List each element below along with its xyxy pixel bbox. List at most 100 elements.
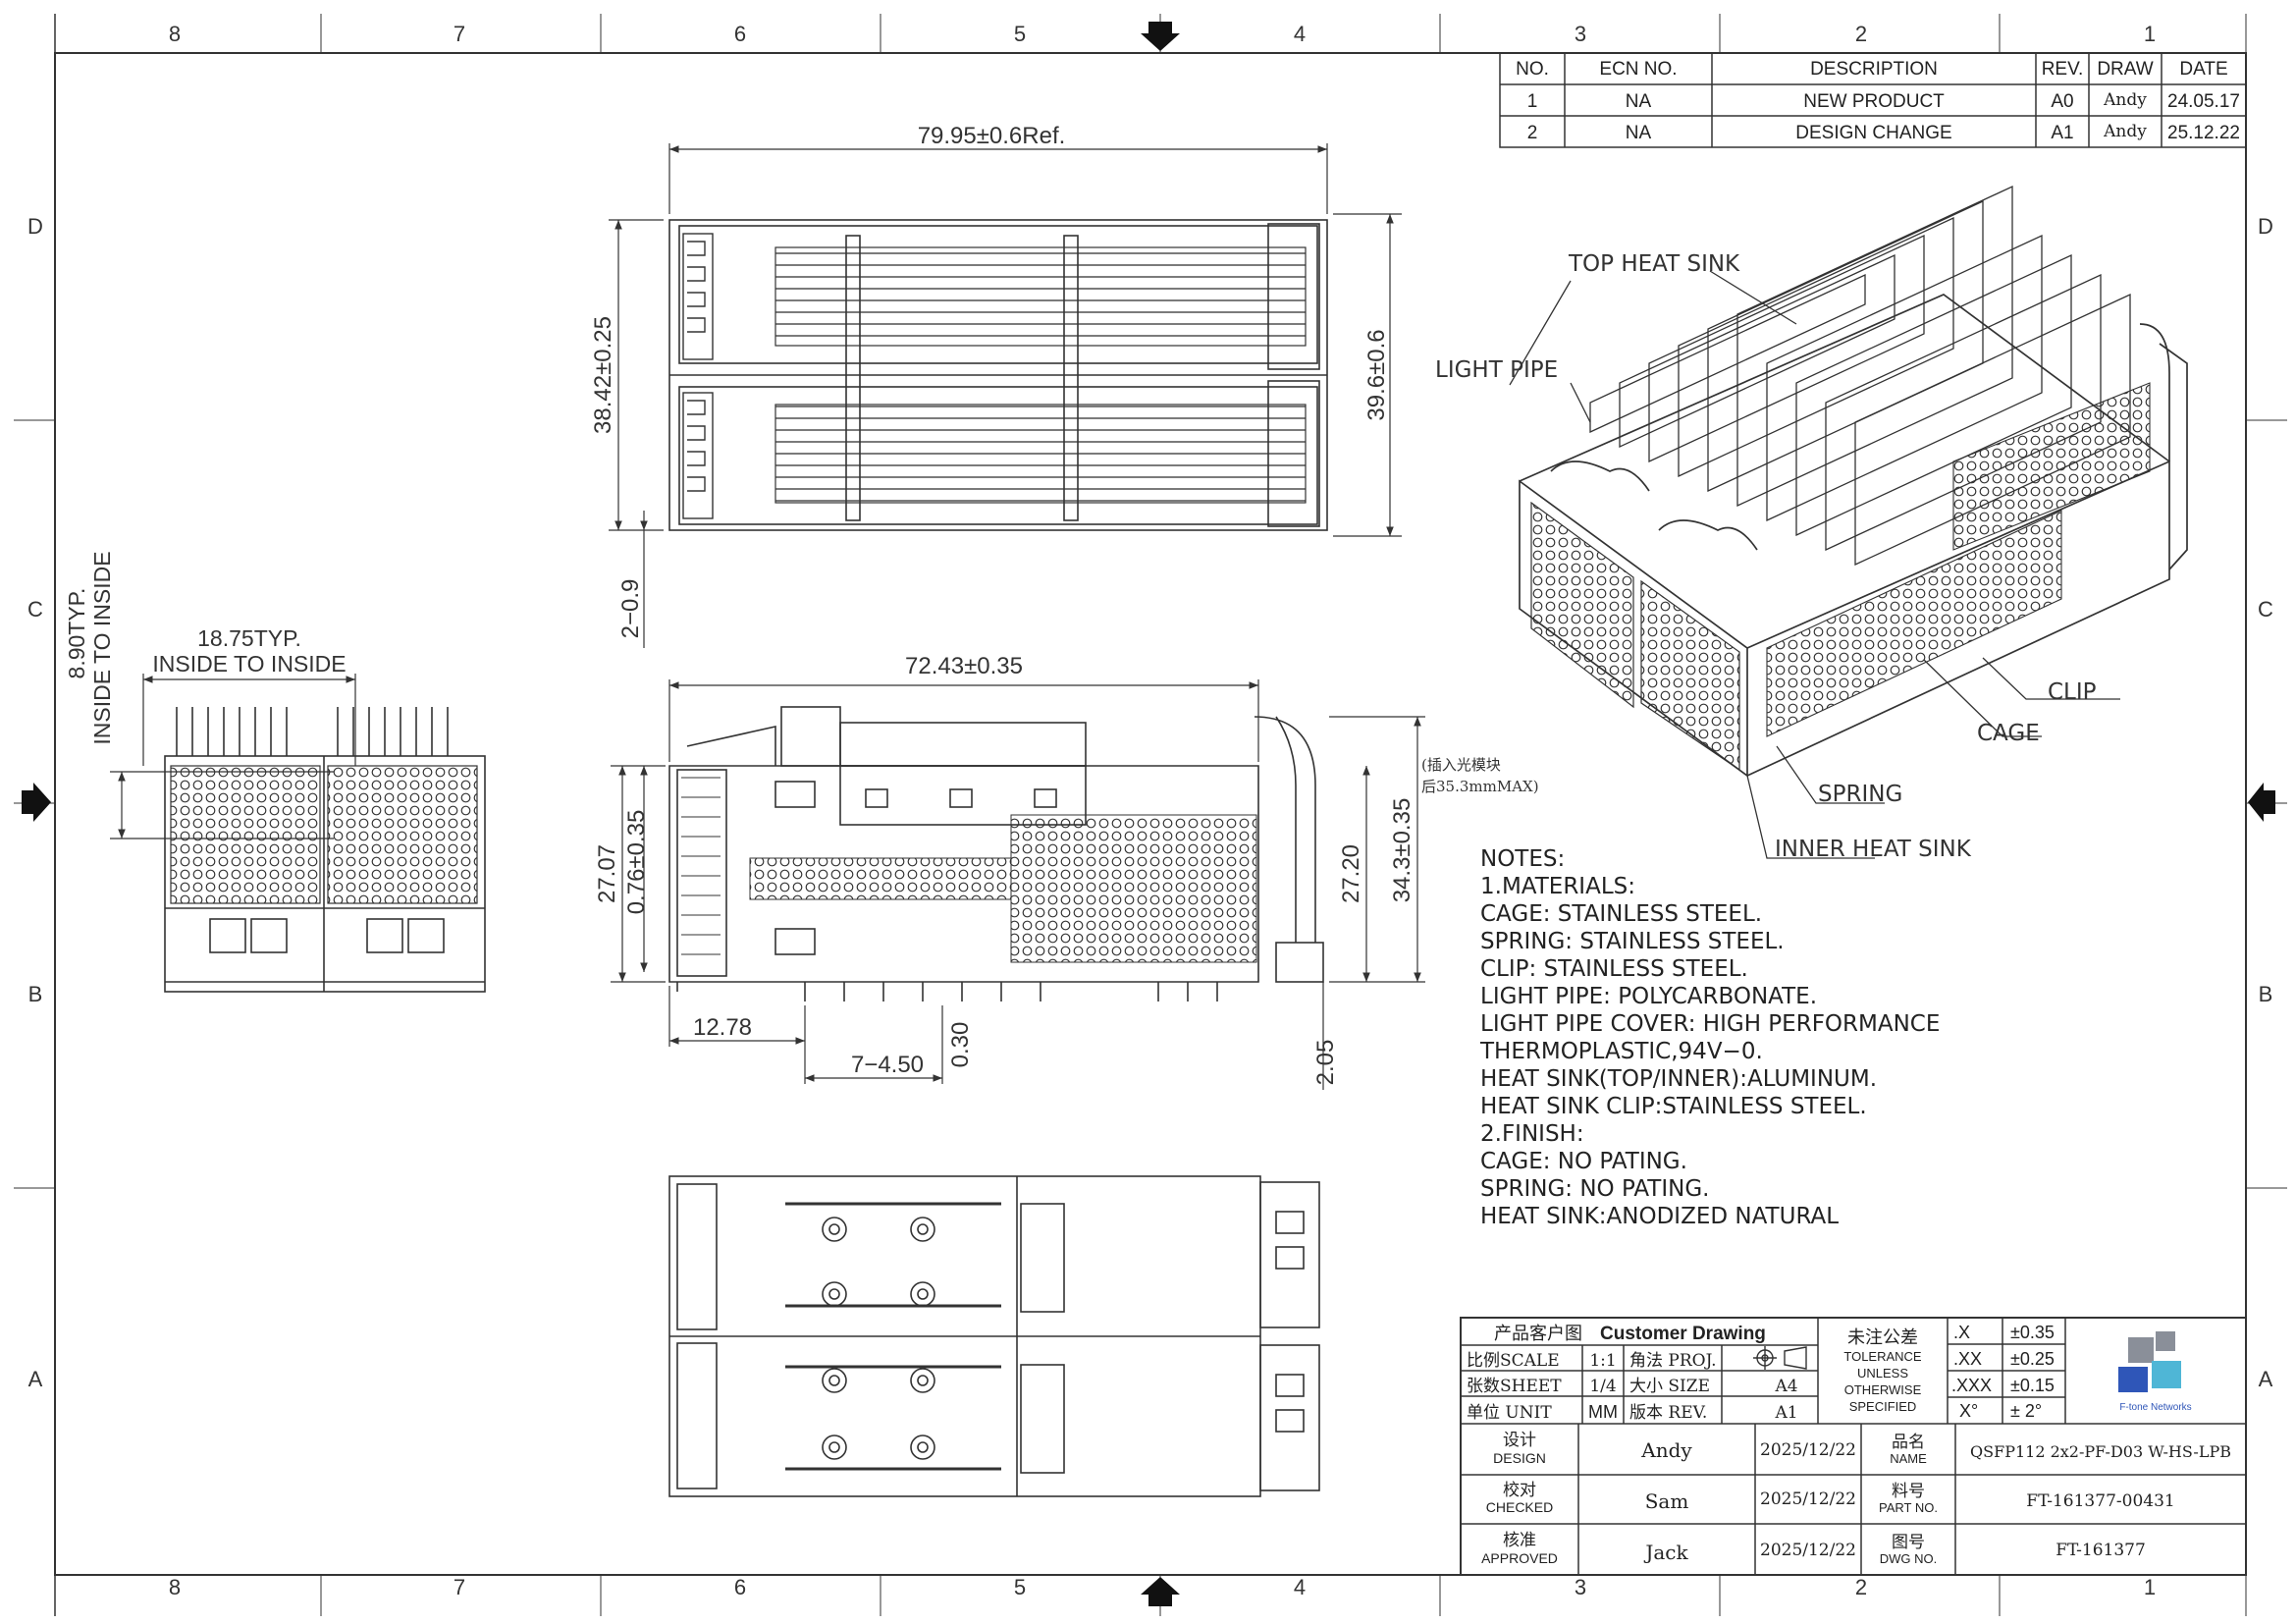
tb-part-cn: 料号 — [1892, 1482, 1925, 1500]
note-line: HEAT SINK CLIP:STAINLESS STEEL. — [1480, 1094, 1867, 1119]
tb-design-en: DESIGN — [1493, 1450, 1546, 1466]
tb-part-value: FT-161377-00431 — [2026, 1491, 2174, 1511]
tb-size-value: A4 — [1774, 1377, 1797, 1396]
tb-dwg-en: DWG NO. — [1880, 1551, 1938, 1566]
dim-end-vert-note: INSIDE TO INSIDE — [89, 551, 115, 744]
label-light-pipe: LIGHT PIPE — [1435, 357, 1558, 383]
tb-rev-label: 版本 REV. — [1629, 1403, 1707, 1423]
note-line: LIGHT PIPE: POLYCARBONATE. — [1480, 984, 1817, 1009]
note-line: CLIP: STAINLESS STEEL. — [1480, 956, 1748, 982]
tb-checked-name: Sam — [1645, 1489, 1689, 1513]
rev-header-ecn: ECN NO. — [1599, 59, 1677, 80]
tb-name-en: NAME — [1890, 1451, 1927, 1466]
tb-dwg-value: FT-161377 — [2056, 1541, 2146, 1560]
notes: NOTES: 1.MATERIALS: CAGE: STAINLESS STEE… — [1479, 846, 1940, 1229]
tb-rev-value: A1 — [1774, 1403, 1797, 1423]
bottom-view — [668, 1175, 1320, 1497]
note-line: CAGE: STAINLESS STEEL. — [1480, 901, 1762, 927]
label-spring: SPRING — [1818, 782, 1902, 807]
rev-cell: 2 — [1527, 123, 1538, 143]
revision-table: NO. ECN NO. DESCRIPTION REV. DRAW DATE 1… — [1499, 52, 2247, 148]
top-view — [609, 143, 1402, 648]
tb-scale-value: 1:1 — [1589, 1351, 1616, 1371]
tb-tol-cn: 未注公差 — [1847, 1327, 1918, 1347]
tb-tol-key: .XXX — [1951, 1376, 1992, 1395]
note-line: HEAT SINK(TOP/INNER):ALUMINUM. — [1480, 1066, 1877, 1092]
note-line: 1.MATERIALS: — [1480, 874, 1635, 899]
notes-title: NOTES: — [1480, 846, 1565, 872]
tb-checked-date: 2025/12/22 — [1760, 1489, 1856, 1509]
rev-cell: NEW PRODUCT — [1803, 91, 1945, 112]
note-line: THERMOPLASTIC,94V−0. — [1479, 1039, 1763, 1064]
rev-cell: 1 — [1527, 91, 1538, 112]
side-note-cn-2: 后35.3mmMAX) — [1421, 778, 1539, 795]
tb-unit-label: 单位 UNIT — [1467, 1403, 1552, 1423]
tb-design-date: 2025/12/22 — [1760, 1440, 1856, 1460]
rev-cell: 25.12.22 — [2167, 123, 2240, 143]
rev-cell: 24.05.17 — [2167, 91, 2240, 112]
dim-end-pitch-note: INSIDE TO INSIDE — [152, 651, 346, 677]
label-inner-heat-sink: INNER HEAT SINK — [1775, 837, 1972, 862]
tb-tol-en: UNLESS — [1857, 1366, 1908, 1380]
side-view — [611, 679, 1425, 1090]
rev-header-draw: DRAW — [2097, 59, 2153, 80]
dim-side-12-78: 12.78 — [693, 1014, 752, 1041]
row-label: C — [27, 597, 43, 622]
tb-tol-en: OTHERWISE — [1844, 1382, 1922, 1397]
tb-name-cn: 品名 — [1892, 1433, 1925, 1451]
label-cage: CAGE — [1977, 721, 2040, 746]
frame-labels: 8 7 6 5 4 3 2 1 8 7 6 5 4 3 2 1 D C B A … — [27, 22, 2273, 1599]
col-label: 4 — [1294, 1575, 1306, 1599]
tb-approved-cn: 核准 — [1503, 1531, 1536, 1549]
note-line: SPRING: NO PATING. — [1480, 1176, 1709, 1202]
iso-leaders — [1509, 270, 2120, 859]
row-label: B — [2259, 982, 2273, 1006]
tb-proj-label: 角法 PROJ. — [1629, 1351, 1716, 1371]
tb-sheet-label: 张数SHEET — [1467, 1377, 1562, 1396]
col-label: 2 — [1855, 1575, 1867, 1599]
row-label: D — [2258, 214, 2273, 239]
tb-customer-en: Customer Drawing — [1600, 1324, 1766, 1344]
tb-approved-en: APPROVED — [1481, 1550, 1558, 1566]
tb-approved-date: 2025/12/22 — [1760, 1541, 1856, 1560]
rev-header-rev: REV. — [2042, 59, 2084, 80]
note-line: LIGHT PIPE COVER: HIGH PERFORMANCE — [1480, 1011, 1940, 1037]
iso-heat-sink-fins — [1589, 185, 2131, 567]
tb-tol-val: ± 2° — [2010, 1401, 2042, 1421]
dim-side-2-05: 2.05 — [1312, 1040, 1339, 1086]
col-label: 1 — [2144, 1575, 2156, 1599]
end-view — [110, 674, 486, 993]
rev-cell: NA — [1626, 91, 1652, 112]
rev-header-date: DATE — [2179, 59, 2227, 80]
tb-tol-key: .XX — [1953, 1349, 1982, 1369]
dim-top-width-right: 39.6±0.6 — [1363, 329, 1390, 420]
dim-side-0-76: 0.76±0.35 — [623, 810, 650, 915]
tb-tol-val: ±0.35 — [2010, 1323, 2055, 1342]
tb-part-en: PART NO. — [1879, 1500, 1938, 1515]
row-label: D — [27, 214, 43, 239]
tb-checked-en: CHECKED — [1486, 1499, 1553, 1515]
isometric-view — [1519, 185, 2188, 778]
col-label: 8 — [169, 1575, 181, 1599]
rev-cell: NA — [1626, 123, 1652, 143]
col-label: 7 — [454, 1575, 465, 1599]
note-line: SPRING: STAINLESS STEEL. — [1480, 929, 1785, 954]
rev-cell: A1 — [2051, 123, 2073, 143]
dim-end-pitch: 18.75TYP. — [197, 625, 301, 651]
tb-checked-cn: 校对 — [1503, 1481, 1536, 1499]
tb-name-value: QSFP112 2x2-PF-D03 W-HS-LPB — [1970, 1442, 2231, 1461]
col-label: 3 — [1575, 22, 1586, 46]
tb-design-name: Andy — [1640, 1438, 1692, 1462]
tb-tol-en: SPECIFIED — [1849, 1399, 1917, 1414]
rev-cell: DESIGN CHANGE — [1795, 123, 1951, 143]
dim-side-7-4-50: 7−4.50 — [851, 1052, 924, 1078]
rev-header-no: NO. — [1516, 59, 1549, 80]
tb-approved-name: Jack — [1643, 1541, 1688, 1564]
logo-text: F-tone Networks — [2119, 1402, 2191, 1413]
note-line: HEAT SINK:ANODIZED NATURAL — [1480, 1204, 1839, 1229]
col-label: 5 — [1014, 22, 1026, 46]
dim-side-27-07: 27.07 — [594, 844, 620, 903]
side-note-cn-1: (插入光模块 — [1421, 756, 1501, 774]
rev-cell: Andy — [2103, 90, 2147, 110]
